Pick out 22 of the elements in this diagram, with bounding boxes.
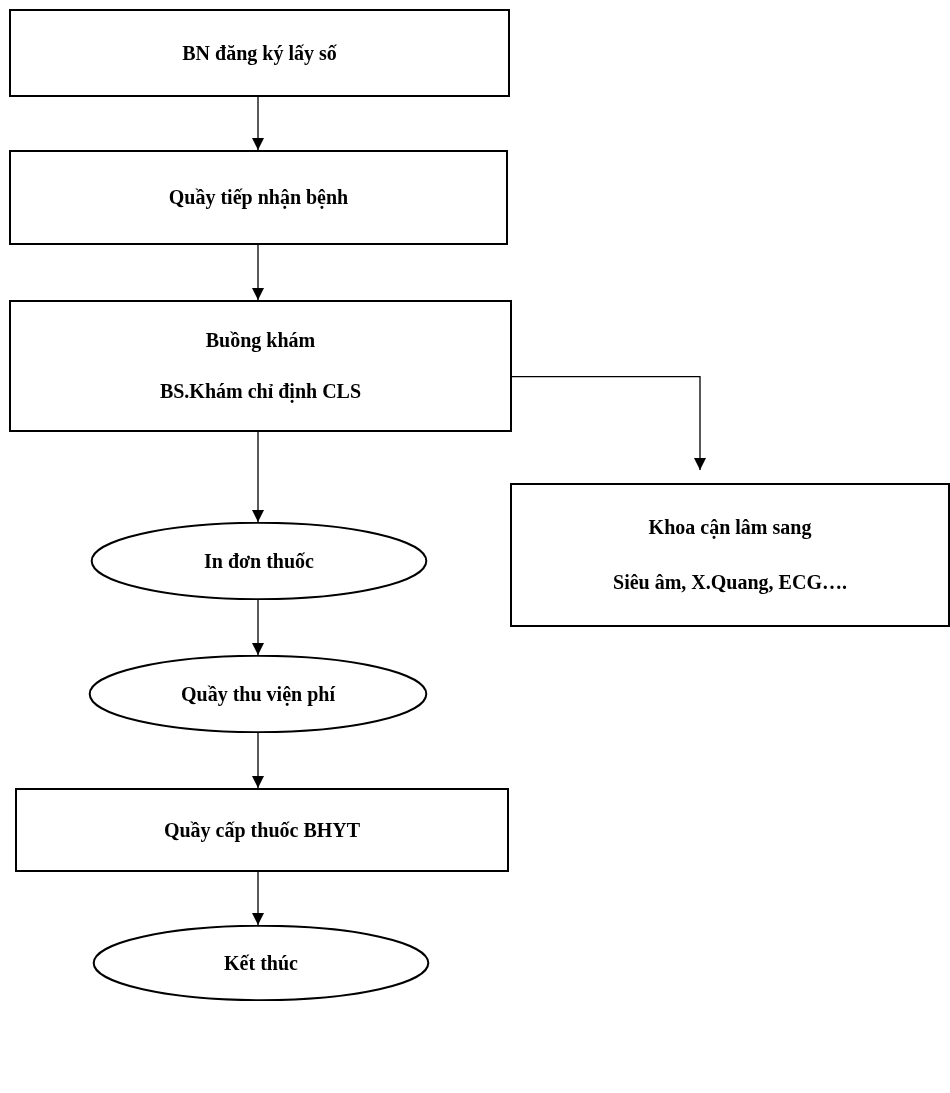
node-text: Quầy thu viện phí [181,682,335,706]
arrow [252,244,264,301]
node-text: Buồng khám [205,329,316,353]
arrow [252,431,264,523]
arrow [252,96,264,151]
process-box [9,300,512,432]
arrow [252,732,264,789]
node-text: Siêu âm, X.Quang, ECG…. [613,570,847,594]
node-text: Quầy tiếp nhận bệnh [168,186,349,209]
arrow [252,599,264,656]
node-text: Khoa cận lâm sang [648,516,812,540]
node-text: BS.Khám chỉ định CLS [159,379,362,403]
node-text: Quầy cấp thuốc BHYT [163,818,361,842]
process-box [9,9,510,97]
process-box [9,150,508,245]
node-text: BN đăng ký lấy số [182,41,337,65]
arrow [252,871,264,926]
arrow [511,375,706,471]
node-text: In đơn thuốc [204,549,314,573]
process-box [510,483,950,627]
process-box [15,788,509,872]
node-text: Kết thúc [224,951,298,975]
